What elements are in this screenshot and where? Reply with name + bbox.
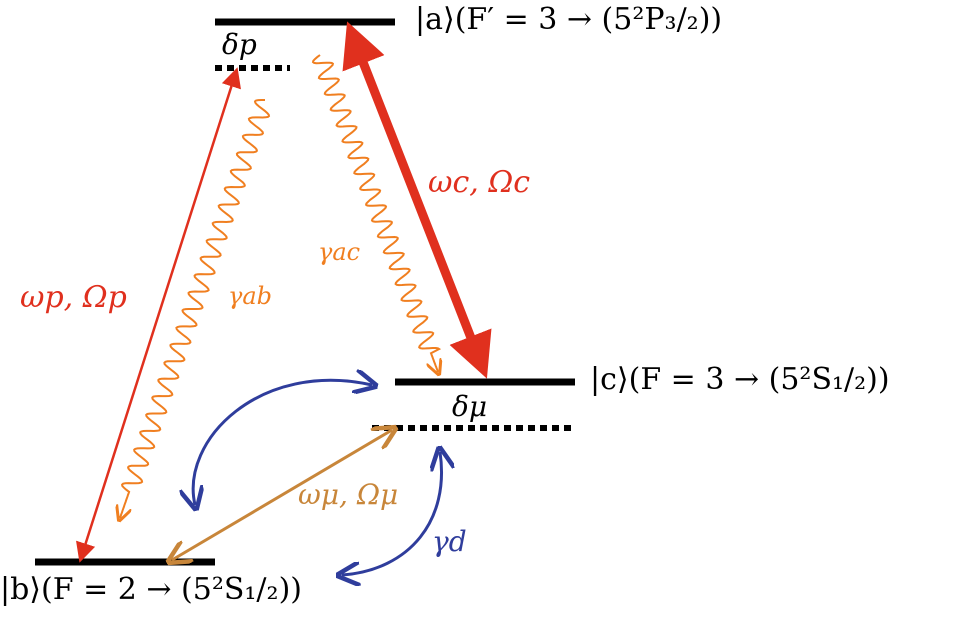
coupling-label: ωc, Ωc bbox=[428, 165, 531, 200]
dephasing-arrow-lower bbox=[342, 452, 442, 575]
decay-ab-wave bbox=[120, 99, 271, 518]
microwave-detuning-label: δμ bbox=[452, 390, 488, 423]
probe-label: ωp, Ωp bbox=[20, 280, 127, 315]
decay-ac-label: γac bbox=[318, 238, 361, 266]
level-a-label: |a⟩(F′ = 3 → (5²P₃/₂)) bbox=[415, 2, 723, 37]
level-c-label: |c⟩(F = 3 → (5²S₁/₂)) bbox=[590, 362, 890, 397]
decay-ab-label: γab bbox=[228, 282, 273, 310]
microwave-label: ωμ, Ωμ bbox=[298, 478, 399, 511]
probe-arrow bbox=[76, 67, 241, 563]
dephasing-arrow-upper bbox=[193, 380, 372, 505]
coupling-arrow bbox=[342, 21, 492, 379]
level-b-label: |b⟩(F = 2 → (5²S₁/₂)) bbox=[0, 572, 302, 607]
dephasing-label: γd bbox=[432, 525, 467, 558]
probe-detuning-label: δp bbox=[222, 28, 257, 61]
decay-ac-wave bbox=[311, 54, 439, 372]
